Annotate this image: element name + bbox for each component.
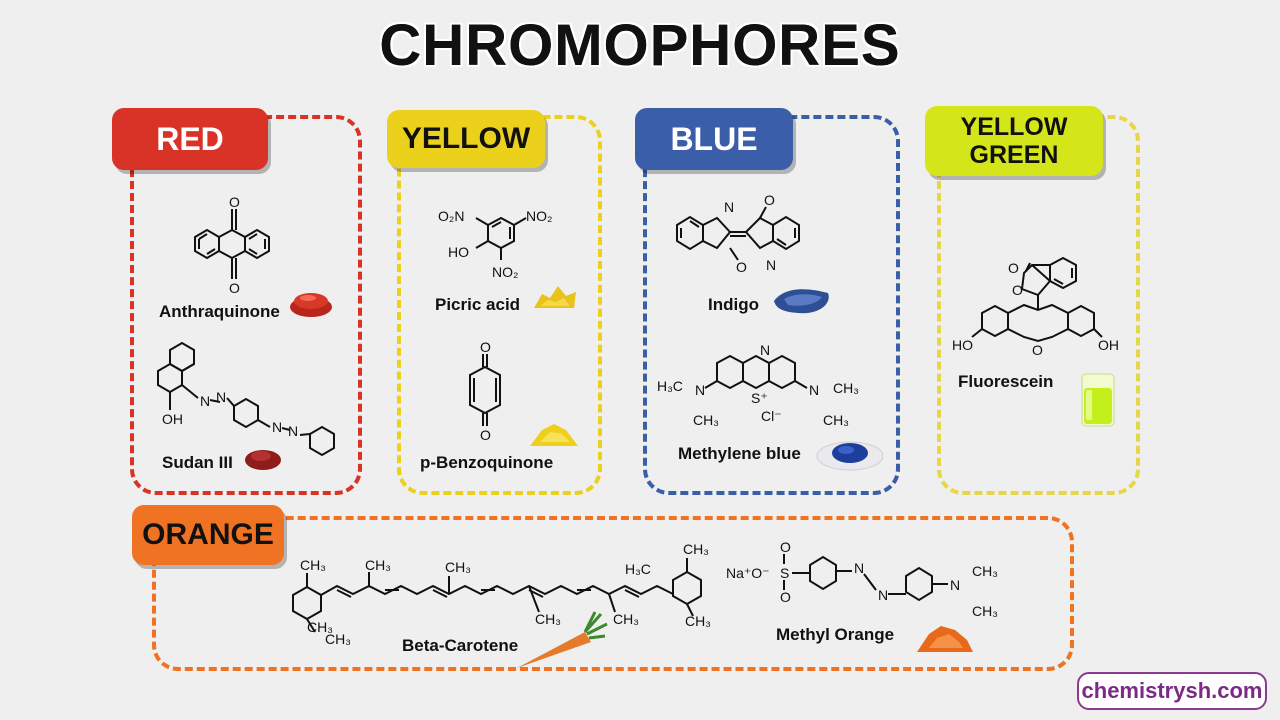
yellow-green-tag-label-line2: GREEN (969, 141, 1059, 169)
yellow-powder-swatch-2 (530, 424, 578, 446)
orange-powder-swatch (917, 626, 973, 652)
nitrogen-atom-label: N (272, 419, 282, 435)
sudan-iii-label: Sudan III (162, 453, 233, 472)
nh-group-label: N (724, 199, 734, 215)
methyl-label: CH₃ (693, 412, 719, 428)
nitrogen-atom-label: N (878, 587, 888, 603)
oxygen-atom-label: O (480, 427, 491, 443)
sulfonium-label: S⁺ (751, 390, 768, 406)
orange-tag: ORANGE (132, 505, 284, 565)
p-benzoquinone-label: p-Benzoquinone (420, 453, 554, 472)
oxygen-atom-label: O (764, 192, 775, 208)
blue-tag: BLUE (635, 108, 793, 170)
methyl-label: H₃C (625, 561, 651, 577)
hydroxyl-label: OH (162, 411, 183, 427)
methyl-label: CH₃ (685, 613, 711, 629)
indigo-structure: N O O N (676, 192, 800, 275)
orange-tag-label: ORANGE (142, 518, 274, 551)
yellow-tag-label: YELLOW (401, 122, 531, 155)
sudan-iii-structure: OH N N N N (157, 341, 335, 457)
hydroxyl-label: HO (952, 337, 973, 353)
methyl-label: CH₃ (300, 557, 326, 573)
methyl-label: CH₃ (683, 541, 709, 557)
carrot-icon (517, 611, 608, 668)
brand-link[interactable]: chemistrysh.com (1077, 672, 1267, 710)
fluorescein-label: Fluorescein (958, 372, 1054, 391)
oxygen-atom-label: O (229, 194, 240, 210)
yellow-powder-swatch (534, 286, 576, 308)
orange-panel (152, 516, 1074, 671)
picric-acid-structure: O₂N NO₂ HO NO₂ (438, 208, 552, 280)
red-tag: RED (112, 108, 268, 170)
methyl-orange-structure: Na⁺O⁻ S O O N N N CH₃ CH₃ (726, 539, 998, 619)
nitro-group-label: NO₂ (492, 264, 518, 280)
oxygen-atom-label: O (229, 280, 240, 296)
sodium-sulfonate-label: Na⁺O⁻ (726, 565, 770, 581)
nitrogen-atom-label: N (695, 382, 705, 398)
red-powder-swatch (290, 293, 332, 317)
fluorescein-structure: O O O HO OH (952, 256, 1119, 358)
methyl-label: CH₃ (972, 563, 998, 579)
oxygen-atom-label: O (1032, 342, 1043, 358)
nh-group-label: N (766, 257, 776, 273)
nitrogen-atom-label: N (216, 389, 226, 405)
methyl-label: CH₃ (613, 611, 639, 627)
oxygen-atom-label: O (1008, 260, 1019, 276)
yellow-green-tag-label-line1: YELLOW (960, 113, 1068, 141)
beta-carotene-label: Beta-Carotene (402, 636, 519, 655)
oxygen-atom-label: O (780, 539, 791, 555)
sulfur-atom-label: S (780, 565, 789, 581)
methyl-orange-label: Methyl Orange (776, 625, 895, 644)
chloride-label: Cl⁻ (761, 408, 782, 424)
page-title: CHROMOPHORES (379, 13, 901, 78)
nitrogen-atom-label: N (854, 560, 864, 576)
methylene-blue-label: Methylene blue (678, 444, 801, 463)
methyl-label: CH₃ (535, 611, 561, 627)
anthraquinone-label: Anthraquinone (159, 302, 280, 321)
nitro-group-label: O₂N (438, 208, 464, 224)
blue-powder-swatch (774, 289, 829, 314)
nitro-group-label: NO₂ (526, 208, 552, 224)
dark-red-powder-swatch (245, 450, 281, 470)
nitrogen-atom-label: N (200, 393, 210, 409)
oxygen-atom-label: O (736, 259, 747, 275)
p-benzoquinone-structure: O O (469, 339, 501, 443)
yellow-tag: YELLOW (387, 110, 545, 168)
methyl-label: CH₃ (365, 557, 391, 573)
nitrogen-atom-label: N (288, 423, 298, 439)
oxygen-atom-label: O (1012, 282, 1023, 298)
oxygen-atom-label: O (780, 589, 791, 605)
anthraquinone-structure: O O (194, 194, 270, 296)
nitrogen-atom-label: N (950, 577, 960, 593)
nitrogen-atom-label: N (809, 382, 819, 398)
oxygen-atom-label: O (480, 339, 491, 355)
fluorescent-beaker-swatch (1081, 373, 1115, 427)
indigo-label: Indigo (708, 295, 759, 314)
blue-tag-label: BLUE (670, 120, 758, 157)
methyl-label: CH₃ (325, 631, 351, 647)
beta-carotene-structure: CH₃ CH₃ CH₃ CH₃ CH₃ CH₃ CH₃ CH₃ H₃C CH₃ (292, 541, 711, 647)
methyl-label: CH₃ (823, 412, 849, 428)
methyl-label: CH₃ (445, 559, 471, 575)
hydroxyl-label: HO (448, 244, 469, 260)
yellow-green-tag: YELLOW GREEN (925, 106, 1103, 176)
hydroxyl-label: OH (1098, 337, 1119, 353)
blue-dish-swatch (816, 441, 884, 471)
methyl-label: CH₃ (833, 380, 859, 396)
methyl-label: H₃C (657, 378, 683, 394)
methylene-blue-structure: N S⁺ Cl⁻ N H₃C CH₃ N CH₃ CH₃ (657, 342, 859, 428)
methyl-label: CH₃ (307, 619, 333, 635)
picric-acid-label: Picric acid (435, 295, 521, 314)
red-tag-label: RED (156, 120, 224, 157)
methyl-label: CH₃ (972, 603, 998, 619)
nitrogen-atom-label: N (760, 342, 770, 358)
